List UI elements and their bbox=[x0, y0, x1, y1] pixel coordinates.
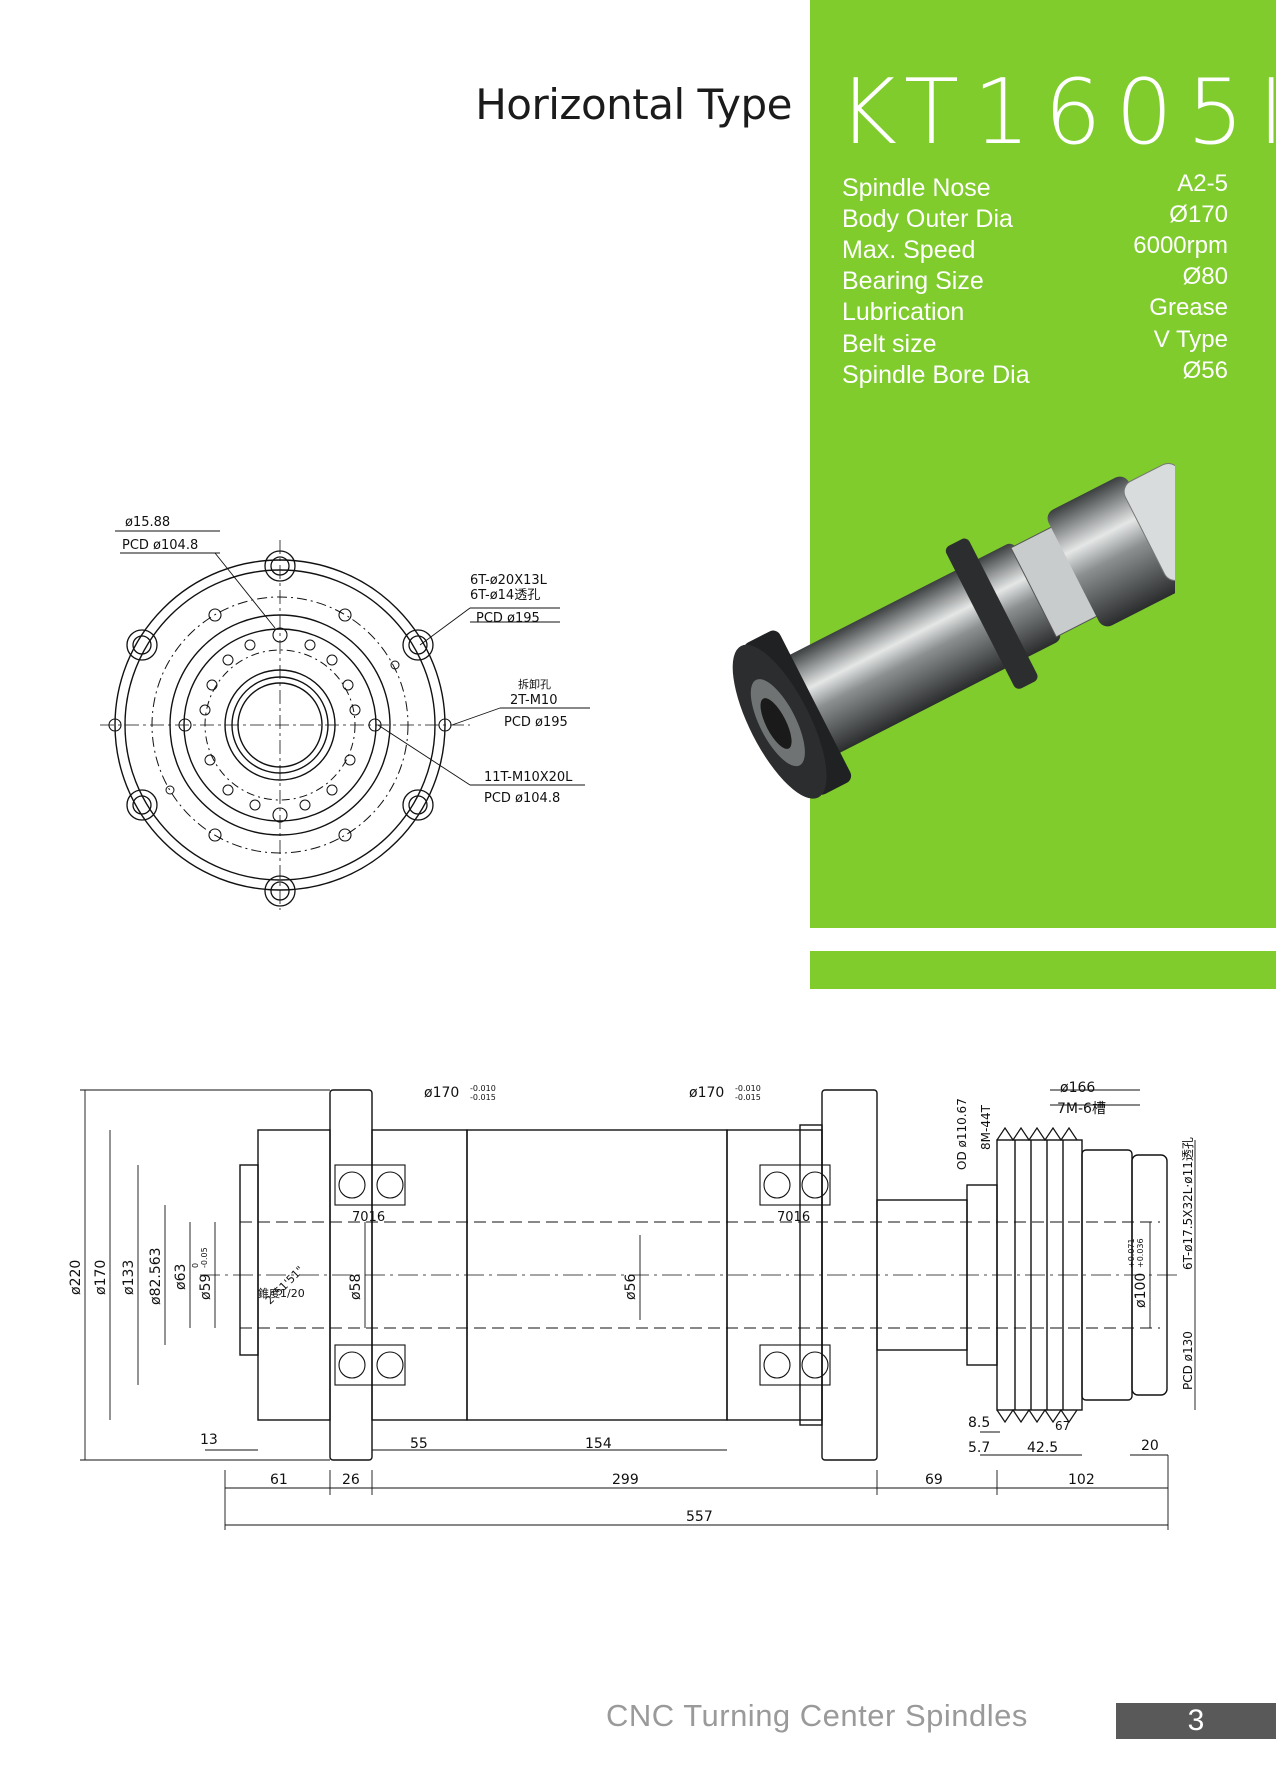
label-belt-8m: 8M-44T bbox=[979, 1104, 993, 1150]
label-pcd-195-a: PCD ø195 bbox=[476, 611, 540, 626]
label-dim-8-5: 8.5 bbox=[968, 1415, 990, 1431]
label-bearing-left: 7016 bbox=[352, 1210, 385, 1225]
label-pcd-195-b: PCD ø195 bbox=[504, 715, 568, 730]
label-dim-20: 20 bbox=[1141, 1438, 1159, 1454]
label-pcd130: PCD ø130 bbox=[1181, 1331, 1195, 1390]
label-angle: 2°51'51" bbox=[263, 1264, 307, 1308]
spec-value: A2-5 bbox=[1177, 170, 1228, 197]
label-d59: ø59 bbox=[198, 1274, 214, 1300]
label-bolt-holes-1: 6T-ø20X13L bbox=[470, 573, 548, 588]
footer-title: CNC Turning Center Spindles bbox=[606, 1698, 1028, 1733]
green-divider-strip bbox=[810, 951, 1276, 989]
label-d59-tol-a: 0 bbox=[191, 1263, 200, 1268]
label-d59-tol-b: -0.05 bbox=[200, 1247, 209, 1268]
label-d58: ø58 bbox=[348, 1274, 364, 1300]
label-tol-c: -0.010 bbox=[735, 1084, 761, 1093]
model-title: KT1605I bbox=[838, 60, 1276, 165]
subtitle-horizontal-type: Horizontal Type bbox=[475, 80, 792, 129]
label-d133: ø133 bbox=[121, 1260, 137, 1295]
label-pcd-104-8: PCD ø104.8 bbox=[122, 538, 198, 553]
label-dim-13: 13 bbox=[200, 1432, 218, 1448]
label-od: OD ø110.67 bbox=[955, 1098, 969, 1170]
label-d170-right: ø170 bbox=[689, 1085, 724, 1101]
label-d100-tol-a: +0.071 bbox=[1127, 1238, 1136, 1268]
label-taper: 錐度1/20 bbox=[258, 1286, 305, 1300]
spec-label: Belt size bbox=[842, 330, 937, 358]
green-header-panel bbox=[810, 0, 1276, 928]
spec-value: Ø56 bbox=[1182, 357, 1228, 384]
label-d220: ø220 bbox=[68, 1260, 84, 1295]
spec-row-spindle-bore-dia: Spindle Bore Dia Ø56 bbox=[842, 357, 1228, 392]
label-thread-11t: 11T-M10X20L bbox=[484, 770, 573, 785]
spec-value: Ø80 bbox=[1182, 263, 1228, 290]
label-dim-102: 102 bbox=[1068, 1472, 1095, 1488]
label-dim-69: 69 bbox=[925, 1472, 943, 1488]
label-d100: ø100 bbox=[1133, 1273, 1149, 1308]
label-tol-b: -0.015 bbox=[470, 1093, 496, 1102]
spec-row-body-outer-dia: Body Outer Dia Ø170 bbox=[842, 201, 1228, 236]
spec-row-max-speed: Max. Speed 6000rpm bbox=[842, 232, 1228, 267]
spec-label: Body Outer Dia bbox=[842, 205, 1013, 233]
side-section-drawing: ø170 -0.010 -0.015 ø170 -0.010 -0.015 ø1… bbox=[68, 1080, 1196, 1530]
label-d100-tol-b: +0.036 bbox=[1136, 1238, 1145, 1268]
label-d56: ø56 bbox=[623, 1274, 639, 1300]
label-dim-5-7: 5.7 bbox=[968, 1440, 990, 1456]
front-view-drawing: ø15.88 PCD ø104.8 6T-ø20X13L 6T-ø14透孔 PC… bbox=[100, 515, 590, 910]
spec-row-bearing-size: Bearing Size Ø80 bbox=[842, 263, 1228, 298]
label-bearing-right: 7016 bbox=[777, 1210, 810, 1225]
page-number: 3 bbox=[1116, 1703, 1276, 1739]
spec-row-spindle-nose: Spindle Nose A2-5 bbox=[842, 170, 1228, 205]
label-pcd-104-8-b: PCD ø104.8 bbox=[484, 791, 560, 806]
spec-value: V Type bbox=[1153, 326, 1228, 353]
label-dim-557: 557 bbox=[686, 1509, 713, 1525]
label-d170-left: ø170 bbox=[424, 1085, 459, 1101]
spec-row-lubrication: Lubrication Grease bbox=[842, 294, 1228, 329]
label-dim-61: 61 bbox=[270, 1472, 288, 1488]
label-dim-154: 154 bbox=[585, 1436, 612, 1452]
label-tol-d: -0.015 bbox=[735, 1093, 761, 1102]
label-dim-299: 299 bbox=[612, 1472, 639, 1488]
spec-label: Max. Speed bbox=[842, 236, 976, 264]
spec-label: Bearing Size bbox=[842, 267, 984, 295]
label-6t-holes: 6T-ø17.5X32L·ø11透孔 bbox=[1181, 1137, 1195, 1270]
spec-label: Spindle Nose bbox=[842, 174, 991, 202]
label-d166: ø166 bbox=[1060, 1080, 1095, 1096]
spec-label: Spindle Bore Dia bbox=[842, 361, 1030, 389]
spec-value: Grease bbox=[1149, 294, 1228, 321]
label-bolt-holes-2: 6T-ø14透孔 bbox=[470, 588, 540, 603]
spindle-product-image bbox=[732, 462, 1175, 799]
label-thread-2t: 2T-M10 bbox=[510, 693, 557, 708]
label-d63: ø63 bbox=[173, 1264, 189, 1290]
label-d82563: ø82.563 bbox=[148, 1247, 164, 1305]
spec-value: Ø170 bbox=[1169, 201, 1228, 228]
spec-value: 6000rpm bbox=[1133, 232, 1228, 259]
label-removal-hole: 拆卸孔 bbox=[518, 677, 551, 691]
spec-row-belt-size: Belt size V Type bbox=[842, 326, 1228, 361]
label-belt-grooves: 7M-6槽 bbox=[1057, 1101, 1106, 1117]
label-dim-42-5: 42.5 bbox=[1027, 1440, 1058, 1456]
spec-label: Lubrication bbox=[842, 298, 965, 326]
label-dim-55: 55 bbox=[410, 1436, 428, 1452]
label-dim-26: 26 bbox=[342, 1472, 360, 1488]
label-hole-dia: ø15.88 bbox=[125, 515, 170, 530]
label-d170-v: ø170 bbox=[93, 1260, 109, 1295]
label-tol-a: -0.010 bbox=[470, 1084, 496, 1093]
label-dim-67: 67 bbox=[1055, 1419, 1070, 1433]
